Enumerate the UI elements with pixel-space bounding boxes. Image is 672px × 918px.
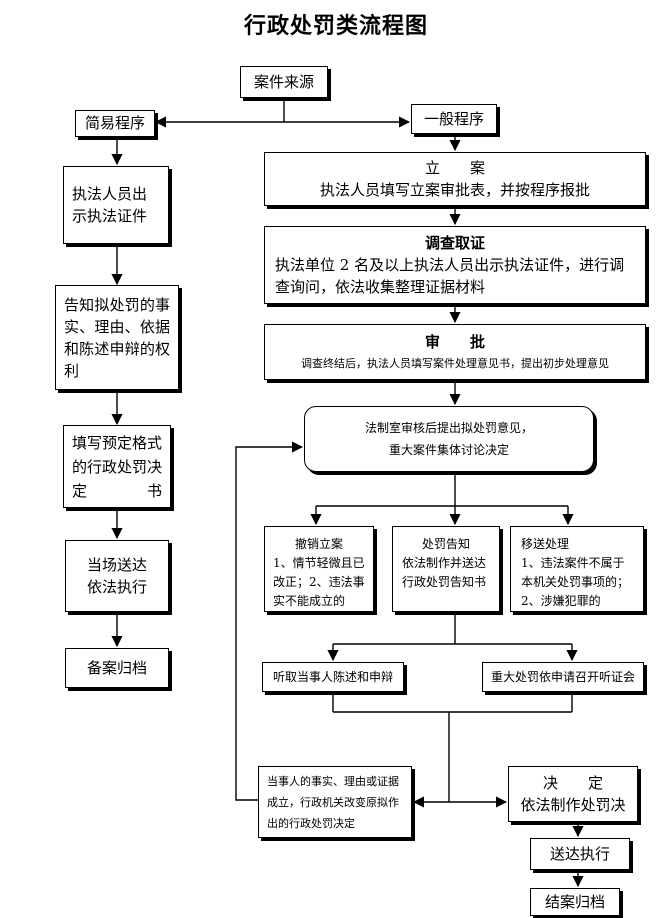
approval-title: 审 批: [424, 333, 485, 351]
file-case-text: 执法人员填写立案审批表，并按程序报批: [319, 181, 590, 199]
change-decision-text: 当事人的事实、理由或证据成立，行政机关改变原拟作出的行政处罚决定: [267, 774, 399, 830]
change-decision-box: 当事人的事实、理由或证据成立，行政机关改变原拟作出的行政处罚决定: [258, 766, 412, 838]
simple-archive-box: 备案归档: [65, 648, 169, 688]
penalty-notice-text: 依法制作并送达行政处罚告知书: [402, 556, 487, 589]
file-case-title: 立 案: [424, 159, 485, 177]
feedback-loop: [235, 441, 304, 801]
hear-statement-label: 听取当事人陈述和申辩: [272, 669, 393, 684]
transfer-title: 移送处理: [521, 537, 570, 551]
hearing-box: 重大处罚依申请召开听证会: [482, 662, 644, 692]
legal-review-line2: 重大案件集体讨论决定: [388, 443, 509, 457]
investigation-box: 调查取证 执法单位 2 名及以上执法人员出示执法证件，进行调查询问，依法收集整理…: [264, 226, 646, 304]
decision-title: 决 定: [542, 774, 603, 792]
show-credentials-text: 执法人员出示执法证件: [72, 185, 148, 225]
transfer-text: 1、违法案件不属于本机关处罚事项的；2、涉嫌犯罪的: [521, 556, 630, 608]
show-credentials-box: 执法人员出示执法证件: [63, 166, 169, 244]
inform-rights-text: 告知拟处罚的事实、理由、依据和陈述申辩的权利: [64, 295, 170, 380]
decision-text: 依法制作处罚决: [520, 796, 626, 814]
final-archive-label: 结案归档: [544, 892, 605, 911]
deliver-on-site-box: 当场送达 依法执行: [65, 540, 169, 612]
penalty-notice-title: 处罚告知: [421, 537, 470, 551]
simple-procedure-box: 简易程序: [75, 110, 155, 137]
simple-archive-label: 备案归档: [86, 658, 147, 677]
legal-review-line1: 法制室审核后提出拟处罚意见，: [364, 421, 533, 435]
fill-decision-text: 填写预定格式的行政处罚决定书: [72, 433, 163, 500]
hear-statement-box: 听取当事人陈述和申辩: [262, 662, 404, 692]
investigation-text: 执法单位 2 名及以上执法人员出示执法证件，进行调查询问，依法收集整理证据材料: [275, 256, 625, 296]
penalty-notice-box: 处罚告知 依法制作并送达行政处罚告知书: [392, 526, 500, 612]
deliver-on-site-line1: 当场送达: [86, 556, 147, 574]
deliver-execute-label: 送达执行: [549, 844, 610, 863]
legal-review-box: 法制室审核后提出拟处罚意见， 重大案件集体讨论决定: [304, 406, 594, 472]
deliver-on-site-line2: 依法执行: [86, 578, 147, 596]
deliver-execute-box: 送达执行: [530, 838, 630, 870]
final-archive-box: 结案归档: [530, 888, 620, 916]
cancel-case-box: 撤销立案 1、情节轻微且已改正；2、违法事实不能成立的: [264, 526, 374, 612]
file-case-box: 立 案 执法人员填写立案审批表，并按程序报批: [264, 152, 646, 206]
inform-rights-box: 告知拟处罚的事实、理由、依据和陈述申辩的权利: [55, 285, 179, 390]
hearing-label: 重大处罚依申请召开听证会: [490, 669, 635, 684]
approval-box: 审 批 调查终结后，执法人员填写案件处理意见书，提出初步处理意见: [264, 324, 646, 380]
fill-decision-box: 填写预定格式的行政处罚决定书: [63, 425, 171, 508]
cancel-case-title: 撤销立案: [294, 537, 343, 551]
decision-box: 决 定 依法制作处罚决: [508, 766, 638, 822]
general-procedure-box: 一般程序: [411, 104, 497, 134]
page-title: 行政处罚类流程图: [243, 13, 428, 39]
general-procedure-label: 一般程序: [423, 109, 484, 128]
transfer-box: 移送处理 1、违法案件不属于本机关处罚事项的；2、涉嫌犯罪的: [510, 526, 644, 612]
case-source-box: 案件来源: [240, 66, 328, 98]
simple-procedure-label: 简易程序: [84, 114, 145, 132]
case-source-label: 案件来源: [253, 72, 314, 91]
cancel-case-text: 1、情节轻微且已改正；2、违法事实不能成立的: [273, 556, 365, 608]
investigation-title: 调查取证: [424, 234, 485, 252]
approval-text: 调查终结后，执法人员填写案件处理意见书，提出初步处理意见: [301, 357, 609, 370]
